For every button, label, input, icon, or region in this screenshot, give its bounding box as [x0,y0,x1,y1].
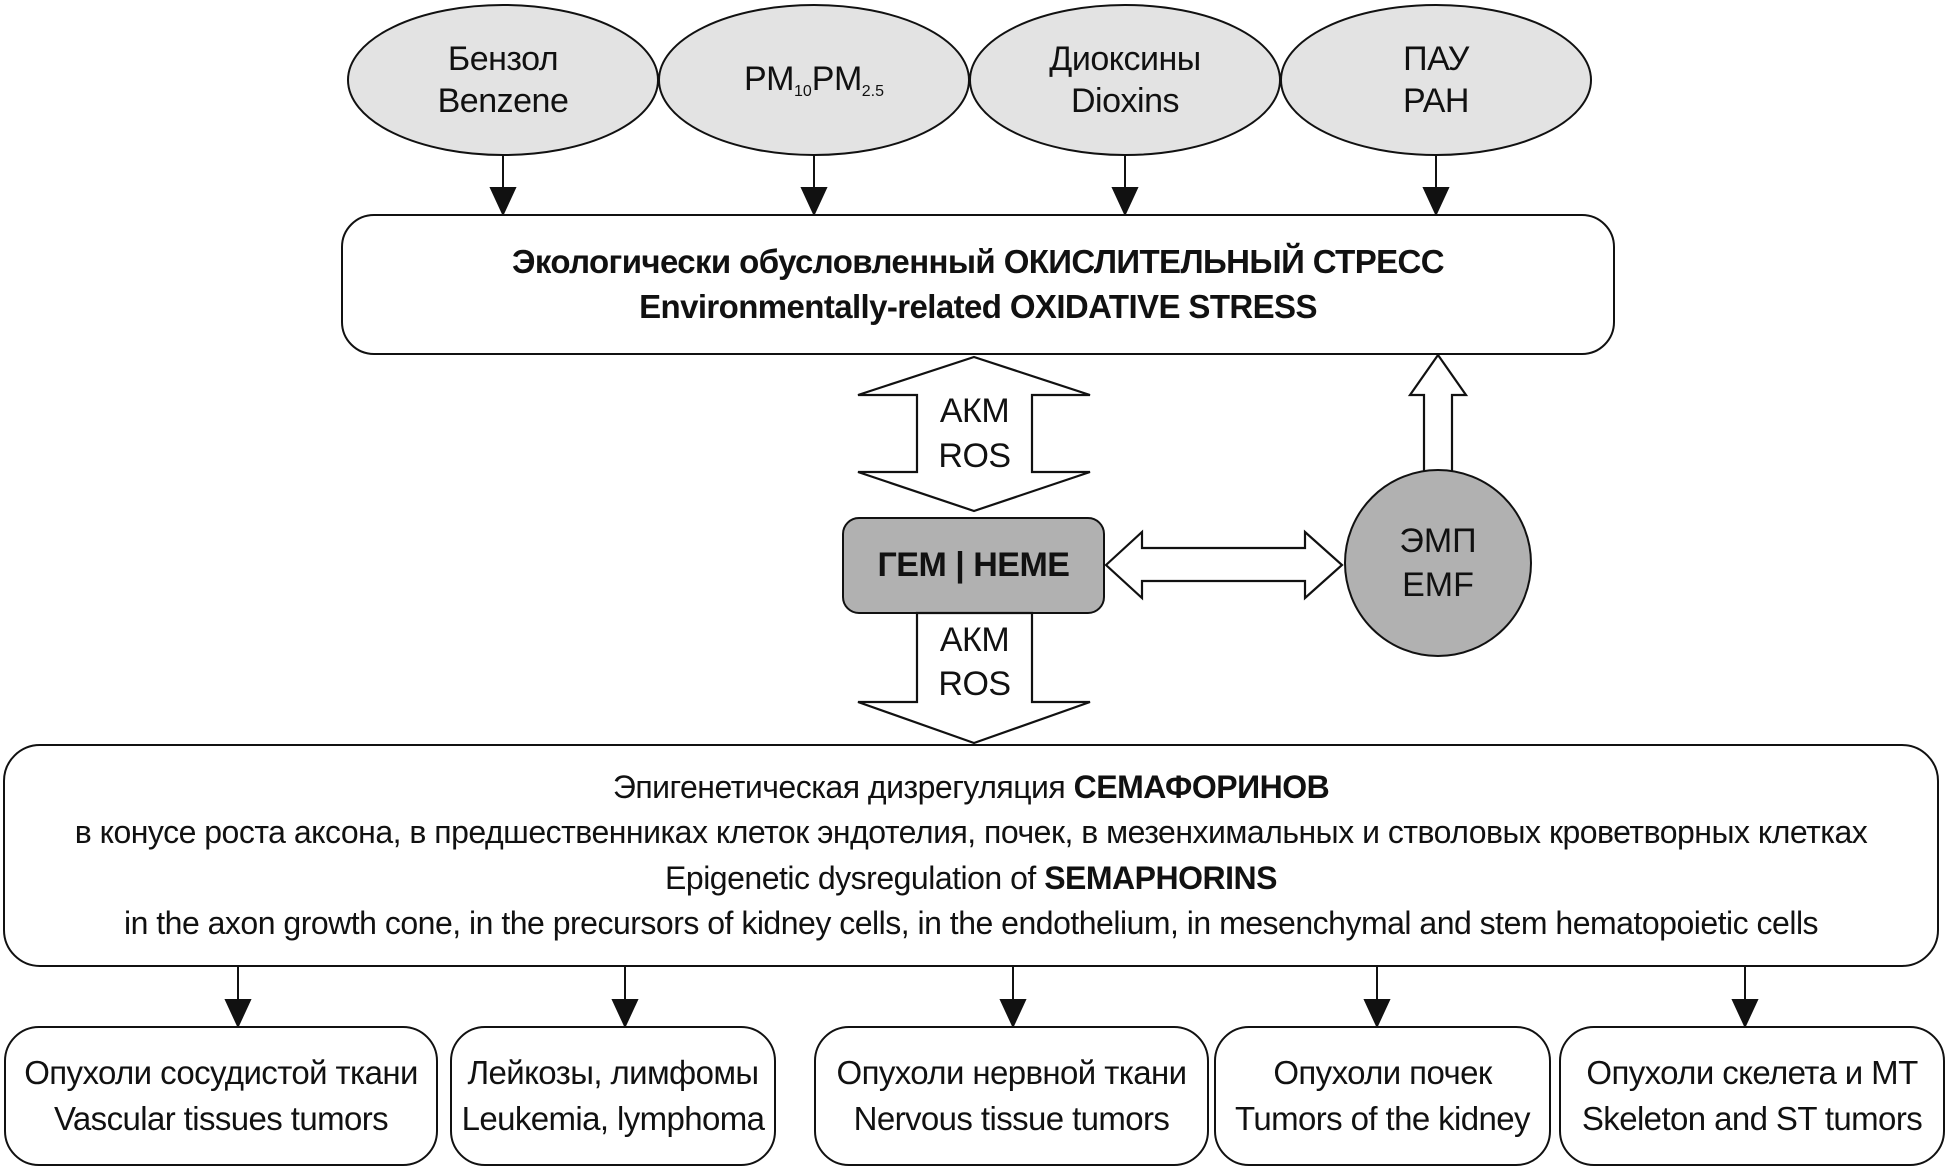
outcome-box-nervous [814,1026,1209,1166]
outcome-ru: Опухоли почек [1273,1054,1492,1092]
outcome-en: Tumors of the kidney [1235,1100,1531,1137]
outcome-ru: Опухоли нервной ткани [836,1054,1188,1092]
emf-circle [1344,469,1532,657]
ros-top-ru: АКМ [939,392,1010,431]
semaphorins-box [3,744,1939,967]
oxidative-stress-label: Экологически обусловленный ОКИСЛИТЕЛЬНЫЙ… [342,215,1614,354]
arrowhead-pah [1422,187,1450,217]
arrowhead-dioxins [1111,187,1139,217]
heme-emf-double-arrow [1104,529,1344,601]
outcome-label-vascular: Опухоли сосудистой ткани Vascular tissue… [5,1027,437,1165]
arrowhead-benzene [489,187,517,217]
pollutant-ru: ПАУ [1403,39,1469,78]
outcome-en: Vascular tissues tumors [53,1100,389,1137]
pollutant-label-pm: PM10PM2.5 [659,5,969,155]
ros-double-arrow-top [857,355,1091,513]
outcome-ru: Лейкозы, лимфомы [467,1054,759,1092]
outcome-box-leukemia [450,1026,776,1166]
heme-text: ГЕМ | HEME [877,546,1070,585]
semaphorins-label: Эпигенетическая дизрегуляция СЕМАФОРИНОВ… [4,745,1938,966]
arrowhead-outcome-5 [1731,999,1759,1029]
outcome-ru: Опухоли скелета и МТ [1586,1054,1918,1092]
pollutant-label-benzene: Бензол Benzene [348,5,658,155]
outcome-label-leukemia: Лейкозы, лимфомы Leukemia, lymphoma [451,1027,775,1165]
emf-label: ЭМП EMF [1345,470,1531,656]
pollutant-en: Dioxins [1071,82,1179,120]
semaphorins-line-3: Epigenetic dysregulation of SEMAPHORINS [665,859,1277,896]
pollutant-label-dioxins: Диоксины Dioxins [970,5,1280,155]
pollutant-ru: Диоксины [1049,39,1201,78]
emf-ru: ЭМП [1399,521,1477,560]
outcome-box-kidney [1214,1026,1551,1166]
outcome-en: Skeleton and ST tumors [1581,1100,1923,1137]
ros-bottom-en: ROS [938,665,1011,703]
outcome-en: Nervous tissue tumors [853,1100,1170,1137]
outcome-en: Leukemia, lymphoma [461,1100,765,1137]
arrowhead-outcome-4 [1363,999,1391,1029]
oxidative-stress-ru: Экологически обусловленный ОКИСЛИТЕЛЬНЫЙ… [511,242,1445,280]
pollutant-en: PAH [1403,82,1469,120]
outcome-box-vascular [4,1026,438,1166]
arrowhead-pm [800,187,828,217]
outcome-box-skeleton [1559,1026,1945,1166]
pollutant-en: Benzene [437,82,569,120]
ros-bottom-ru: АКМ [939,620,1010,659]
pollutant-label-pah: ПАУ PAH [1281,5,1591,155]
semaphorins-line-2: в конусе роста аксона, в предшественника… [74,814,1868,851]
arrowhead-outcome-3 [999,999,1027,1029]
oxidative-stress-en: Environmentally-related OXIDATIVE STRESS [639,287,1317,325]
emf-en: EMF [1402,566,1474,604]
heme-label: ГЕМ | HEME [843,518,1104,613]
arrowhead-outcome-1 [224,999,252,1029]
pollutant-pm-formula: PM10PM2.5 [743,60,885,100]
ros-bottom-label: АКМ ROS [917,621,1032,703]
outcome-label-nervous: Опухоли нервной ткани Nervous tissue tum… [815,1027,1208,1165]
outcome-ru: Опухоли сосудистой ткани [24,1054,418,1092]
pollutant-ru: Бензол [447,39,559,78]
semaphorins-line-4: in the axon growth cone, in the precurso… [123,904,1819,941]
ros-down-arrow-bottom [857,611,1091,745]
outcome-label-kidney: Опухоли почек Tumors of the kidney [1215,1027,1550,1165]
emf-up-arrow [1407,353,1469,474]
arrowhead-outcome-2 [611,999,639,1029]
semaphorins-line-1: Эпигенетическая дизрегуляция СЕМАФОРИНОВ [612,768,1330,805]
oxidative-stress-box [341,214,1615,355]
outcome-label-skeleton: Опухоли скелета и МТ Skeleton and ST tum… [1560,1027,1944,1165]
ros-top-label: АКМ ROS [917,392,1032,474]
ros-top-en: ROS [938,436,1011,475]
